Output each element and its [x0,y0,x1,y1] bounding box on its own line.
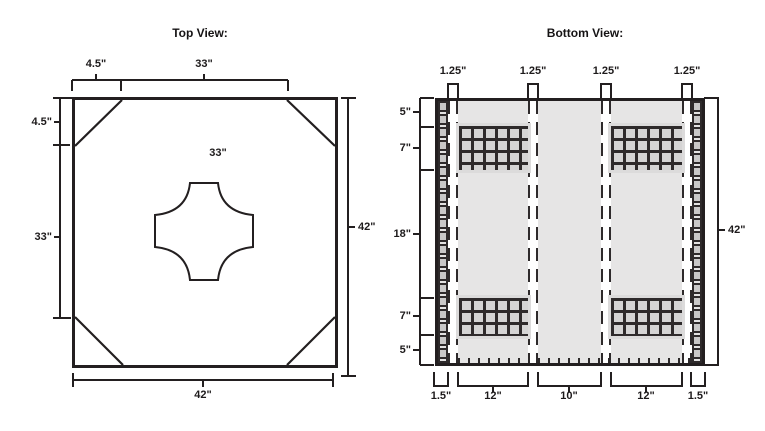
dim-bottom-seg-5: 1.5" [687,390,709,402]
cleat-slot-2 [528,101,538,363]
dim-slot-4: 1.25" [673,65,701,77]
dim-bv-right-height: 42" [728,224,746,236]
top-view-right-dimension [341,97,356,377]
cleat-slot-3 [601,101,611,363]
edge-cleat-strip-left [438,101,448,363]
grid-block-top-left [459,126,528,170]
grid-block-top-right [611,126,682,170]
bottom-view-right-dimension [704,97,725,366]
top-view-left-dimension [53,97,73,319]
dim-right-height: 42" [358,221,376,233]
bottom-edge-ticks [448,358,692,363]
pedestal-cutout-shape [154,182,254,281]
dim-center-shape: 33" [209,147,227,159]
dim-top-span: 33" [195,58,213,70]
dim-left-span: 33" [34,231,52,243]
top-view-title: Top View: [172,26,228,40]
bottom-view-panel [435,98,705,366]
dim-bottom-seg-4: 12" [637,390,655,402]
bottom-view-left-dimension [413,97,434,366]
grid-block-bottom-right [611,298,682,336]
edge-cleat-strip-right [692,101,702,363]
dim-top-corner: 4.5" [85,58,107,70]
top-view-top-dimension [71,74,289,91]
dim-bottom-width: 42" [194,389,212,401]
dim-left-seg-1: 5" [399,106,411,118]
top-view-panel-outline [72,97,338,368]
dim-slot-3: 1.25" [592,65,620,77]
cleat-slot-4 [682,101,692,363]
dim-left-seg-3: 18" [393,228,411,240]
dim-bottom-seg-1: 1.5" [430,390,452,402]
corner-cut-lines [74,99,336,366]
dim-slot-2: 1.25" [519,65,547,77]
dim-bottom-seg-2: 12" [484,390,502,402]
bottom-view-bottom-dimension [433,372,706,392]
bottom-view-title: Bottom View: [546,26,624,40]
cleat-slot-1 [448,101,458,363]
grid-block-bottom-left [459,298,528,336]
top-view-bottom-dimension [72,373,334,387]
dim-left-seg-5: 5" [399,344,411,356]
bottom-view-slot-brackets [447,83,693,98]
dim-left-seg-4: 7" [399,310,411,322]
dim-slot-1: 1.25" [439,65,467,77]
dim-left-seg-2: 7" [399,142,411,154]
dim-left-corner: 4.5" [31,116,52,128]
dim-bottom-seg-3: 10" [560,390,578,402]
